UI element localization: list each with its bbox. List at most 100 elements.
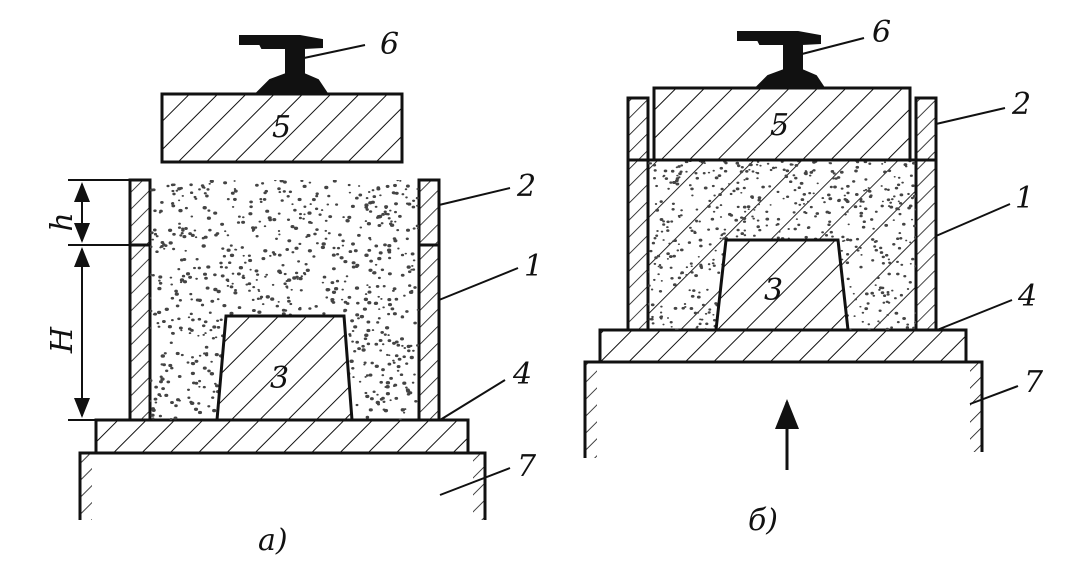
sand-grain xyxy=(405,310,409,313)
sand-grain xyxy=(376,186,381,190)
sand-grain xyxy=(670,276,674,280)
sand-grain xyxy=(905,326,910,329)
sand-grain xyxy=(153,209,157,213)
sand-grain xyxy=(898,232,902,235)
sand-grain xyxy=(703,162,706,164)
sand-grain xyxy=(331,290,337,294)
sand-grain xyxy=(385,353,389,356)
sand-grain xyxy=(367,290,372,294)
sand-grain xyxy=(366,342,371,346)
sand-grain xyxy=(405,362,409,365)
sand-grain xyxy=(902,222,906,226)
sand-grain xyxy=(666,317,670,319)
sand-grain xyxy=(198,385,201,388)
sand-grain xyxy=(195,258,199,261)
sand-grain xyxy=(679,214,683,217)
sand-grain xyxy=(158,279,161,282)
sand-grain xyxy=(848,238,853,242)
sand-grain xyxy=(415,196,419,200)
sand-grain xyxy=(231,272,235,275)
sand-grain xyxy=(679,248,684,252)
sand-grain xyxy=(193,195,197,199)
sand-grain xyxy=(251,308,256,313)
sand-grain xyxy=(398,418,402,420)
dim-label-H: H xyxy=(45,326,80,354)
sand-grain xyxy=(883,170,887,174)
sand-grain xyxy=(699,318,702,321)
sand-grain xyxy=(688,289,691,292)
sand-grain xyxy=(751,196,754,199)
sand-grain xyxy=(405,237,409,241)
sand-grain xyxy=(736,181,740,184)
sand-grain xyxy=(704,312,708,315)
sand-grain xyxy=(194,359,199,363)
sand-grain xyxy=(729,192,733,196)
leader-lines-a xyxy=(303,44,519,496)
sand-grain xyxy=(150,231,154,235)
press-table-a-leg-right xyxy=(473,453,485,520)
pattern-plate-a xyxy=(94,418,470,455)
sand-grain xyxy=(178,222,181,225)
sand-grain xyxy=(410,252,415,256)
sand-grain xyxy=(404,252,407,255)
sand-grain xyxy=(318,213,322,216)
sand-grain xyxy=(169,418,173,420)
sand-grain xyxy=(375,284,380,288)
sand-grain xyxy=(282,180,287,184)
sand-grain xyxy=(720,187,724,191)
sand-grain xyxy=(293,208,297,212)
sand-grain xyxy=(769,168,773,172)
sand-grain xyxy=(299,212,302,216)
sand-grain xyxy=(712,169,715,172)
sand-grain xyxy=(823,201,826,204)
sand-grain xyxy=(210,299,215,303)
sand-grain xyxy=(368,268,373,272)
sand-grain xyxy=(809,170,814,174)
sand-grain xyxy=(277,253,282,257)
sand-grain xyxy=(825,210,830,214)
sand-grain xyxy=(699,244,703,248)
sand-grain xyxy=(347,215,352,220)
sand-grain xyxy=(393,239,398,243)
sand-grain xyxy=(892,219,895,221)
sand-grain xyxy=(204,332,207,335)
sand-grain xyxy=(209,180,214,184)
sand-grain xyxy=(380,297,383,300)
sand-grain xyxy=(843,194,846,197)
sand-grain xyxy=(189,312,193,316)
sand-grain xyxy=(160,363,164,366)
label-b-press-table: 7 xyxy=(1024,365,1044,400)
sand-grain xyxy=(832,172,836,175)
sand-grain xyxy=(880,204,884,208)
sand-grain xyxy=(173,416,178,420)
sand-grain xyxy=(166,380,171,384)
sand-grain xyxy=(742,186,746,190)
sand-grain xyxy=(198,188,201,191)
sand-grain xyxy=(153,397,158,401)
sand-grain xyxy=(265,273,269,276)
sand-grain xyxy=(664,177,669,180)
sand-grain xyxy=(368,286,371,289)
sand-grain xyxy=(315,194,319,198)
sand-grain xyxy=(171,189,175,193)
sand-grain xyxy=(406,344,411,349)
sand-grain xyxy=(407,349,411,353)
sand-grain xyxy=(898,201,903,205)
sand-grain xyxy=(368,210,373,213)
sand-grain xyxy=(163,352,167,355)
sand-grain xyxy=(220,222,225,226)
sand-grain xyxy=(362,307,367,311)
sand-grain xyxy=(712,258,715,261)
sand-grain xyxy=(190,298,193,301)
sand-grain xyxy=(666,226,669,229)
sand-grain xyxy=(233,189,238,193)
sand-grain xyxy=(653,169,657,172)
sand-grain xyxy=(364,253,369,258)
sand-grain xyxy=(662,220,665,223)
sand-grain xyxy=(377,317,381,320)
sand-grain xyxy=(281,308,286,312)
sand-grain xyxy=(769,204,772,206)
sand-grain xyxy=(379,349,383,352)
sand-grain xyxy=(332,180,337,183)
sand-grain xyxy=(879,251,884,254)
